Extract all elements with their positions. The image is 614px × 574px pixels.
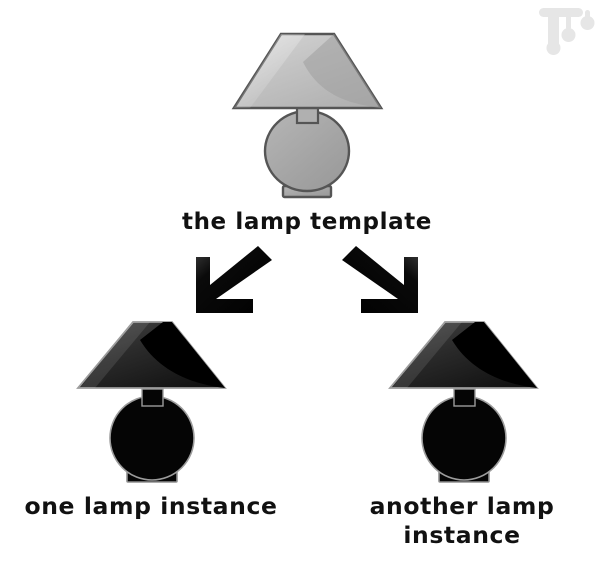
- caption-instance-lamp-left: one lamp instance: [24, 492, 278, 520]
- instance-lamp-left-graphic: [76, 321, 227, 483]
- caption-template-lamp: the lamp template: [181, 209, 433, 235]
- arrow-to-right-instance-graphic: [342, 246, 418, 313]
- site-watermark-logo-icon: [539, 8, 595, 55]
- arrow-to-left-instance-graphic: [196, 246, 272, 313]
- caption-instance-lamp-right: another lamp instance: [369, 492, 555, 550]
- instance-lamp-right-graphic: [388, 321, 539, 483]
- template-lamp-graphic: [231, 32, 384, 199]
